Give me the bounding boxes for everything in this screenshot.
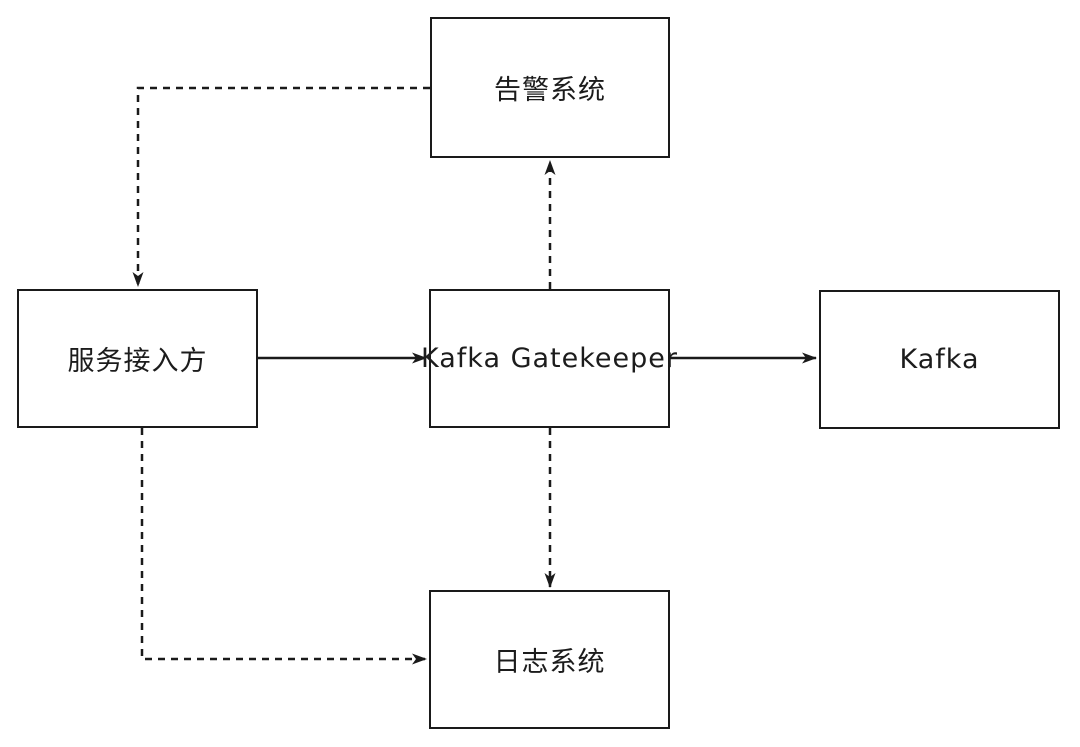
edge-group: [132, 86, 817, 665]
node-label-kafka-gatekeeper: Kafka Gatekeeper: [421, 343, 678, 374]
node-label-log-system: 日志系统: [493, 647, 606, 678]
node-label-service-access: 服务接入方: [67, 346, 208, 377]
node-alert-system: 告警系统: [430, 17, 670, 158]
node-kafka: Kafka: [819, 290, 1060, 429]
node-service-access: 服务接入方: [17, 289, 258, 428]
node-kafka-gatekeeper: Kafka Gatekeeper: [421, 289, 677, 428]
node-label-kafka: Kafka: [899, 344, 980, 375]
node-label-alert-system: 告警系统: [494, 75, 606, 106]
edge-service-access-to-log-system: [140, 428, 427, 665]
edge-alert-system-to-service-access: [132, 86, 430, 287]
node-log-system: 日志系统: [429, 590, 670, 729]
